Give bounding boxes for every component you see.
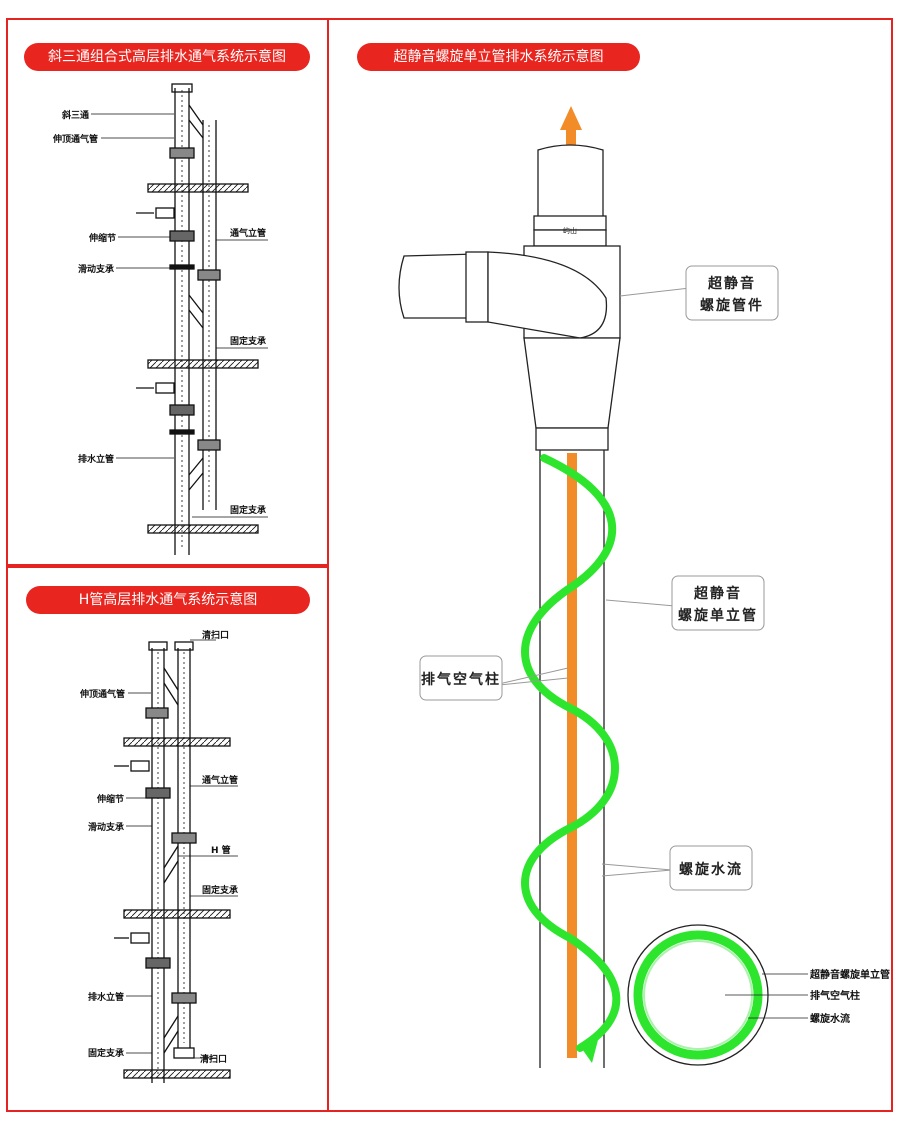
- svg-text:超静音: 超静音: [693, 585, 742, 602]
- svg-text:超静音: 超静音: [707, 275, 756, 292]
- title-right: 超静音螺旋单立管排水系统示意图: [357, 43, 640, 71]
- label-bl-shensuo: 伸缩节: [96, 793, 124, 805]
- label-tl-shending: 伸顶通气管: [52, 133, 98, 145]
- title-top-left: 斜三通组合式高层排水通气系统示意图: [24, 43, 310, 71]
- spiral-water-flow: [521, 454, 621, 1052]
- label-bl-qingsao-top: 清扫口: [202, 629, 229, 641]
- svg-text:排气空气柱: 排气空气柱: [421, 671, 501, 688]
- label-bl-paishui: 排水立管: [88, 991, 124, 1003]
- callout-fitting: 超静音 螺旋管件: [619, 265, 779, 321]
- cross-section: 超静音螺旋单立管 排气空气柱 螺旋水流: [627, 924, 890, 1066]
- legend-pipe: 超静音螺旋单立管: [809, 968, 890, 981]
- spiral-arrow-head: [580, 1040, 598, 1063]
- label-tl-tongqi: 通气立管: [230, 227, 266, 239]
- diagram-h-pipe: 清扫口 伸顶通气管 通气立管 伸缩节 滑动支承 H 管 固定支承 排水立管 固定…: [79, 629, 238, 1083]
- label-bl-qingsao-bottom: 清扫口: [200, 1053, 227, 1065]
- label-tl-guding1: 固定支承: [230, 335, 266, 347]
- label-tl-shensuo: 伸缩节: [88, 232, 116, 244]
- label-tl-guding2: 固定支承: [230, 504, 266, 516]
- label-bl-guding-bottom: 固定支承: [88, 1047, 124, 1059]
- label-tl-huadong: 滑动支承: [78, 263, 114, 275]
- svg-text:螺旋管件: 螺旋管件: [700, 297, 764, 314]
- diagram-spiral-stack: 屿山 超静音 螺旋管件 超静音 螺旋单立管 排气空气柱 螺旋水流: [398, 106, 890, 1068]
- legend-air: 排气空气柱: [810, 989, 860, 1002]
- callout-spiral: 螺旋水流: [601, 845, 753, 891]
- label-tl-xie: 斜三通: [61, 109, 89, 121]
- label-bl-tongqi: 通气立管: [202, 774, 238, 786]
- panel-right: [327, 18, 893, 1112]
- callout-stack: 超静音 螺旋单立管: [605, 575, 765, 631]
- svg-text:螺旋单立管: 螺旋单立管: [678, 607, 758, 624]
- label-bl-shending: 伸顶通气管: [79, 688, 125, 700]
- air-exhaust-arrow: [560, 106, 582, 148]
- brand-mark: 屿山: [563, 226, 577, 235]
- diagram-oblique-tee: 斜三通 伸顶通气管 通气立管 伸缩节 滑动支承 固定支承 排水立管 固定支承: [52, 83, 268, 555]
- label-bl-hguan: H 管: [211, 844, 231, 856]
- title-bottom-left: H管高层排水通气系统示意图: [26, 586, 310, 614]
- label-bl-huadong: 滑动支承: [88, 821, 124, 833]
- legend-water: 螺旋水流: [810, 1012, 850, 1025]
- label-bl-guding: 固定支承: [202, 884, 238, 896]
- callout-air-column: 排气空气柱: [419, 655, 569, 701]
- svg-text:螺旋水流: 螺旋水流: [679, 861, 743, 878]
- label-tl-paishui: 排水立管: [78, 453, 114, 465]
- air-column: [567, 453, 577, 1058]
